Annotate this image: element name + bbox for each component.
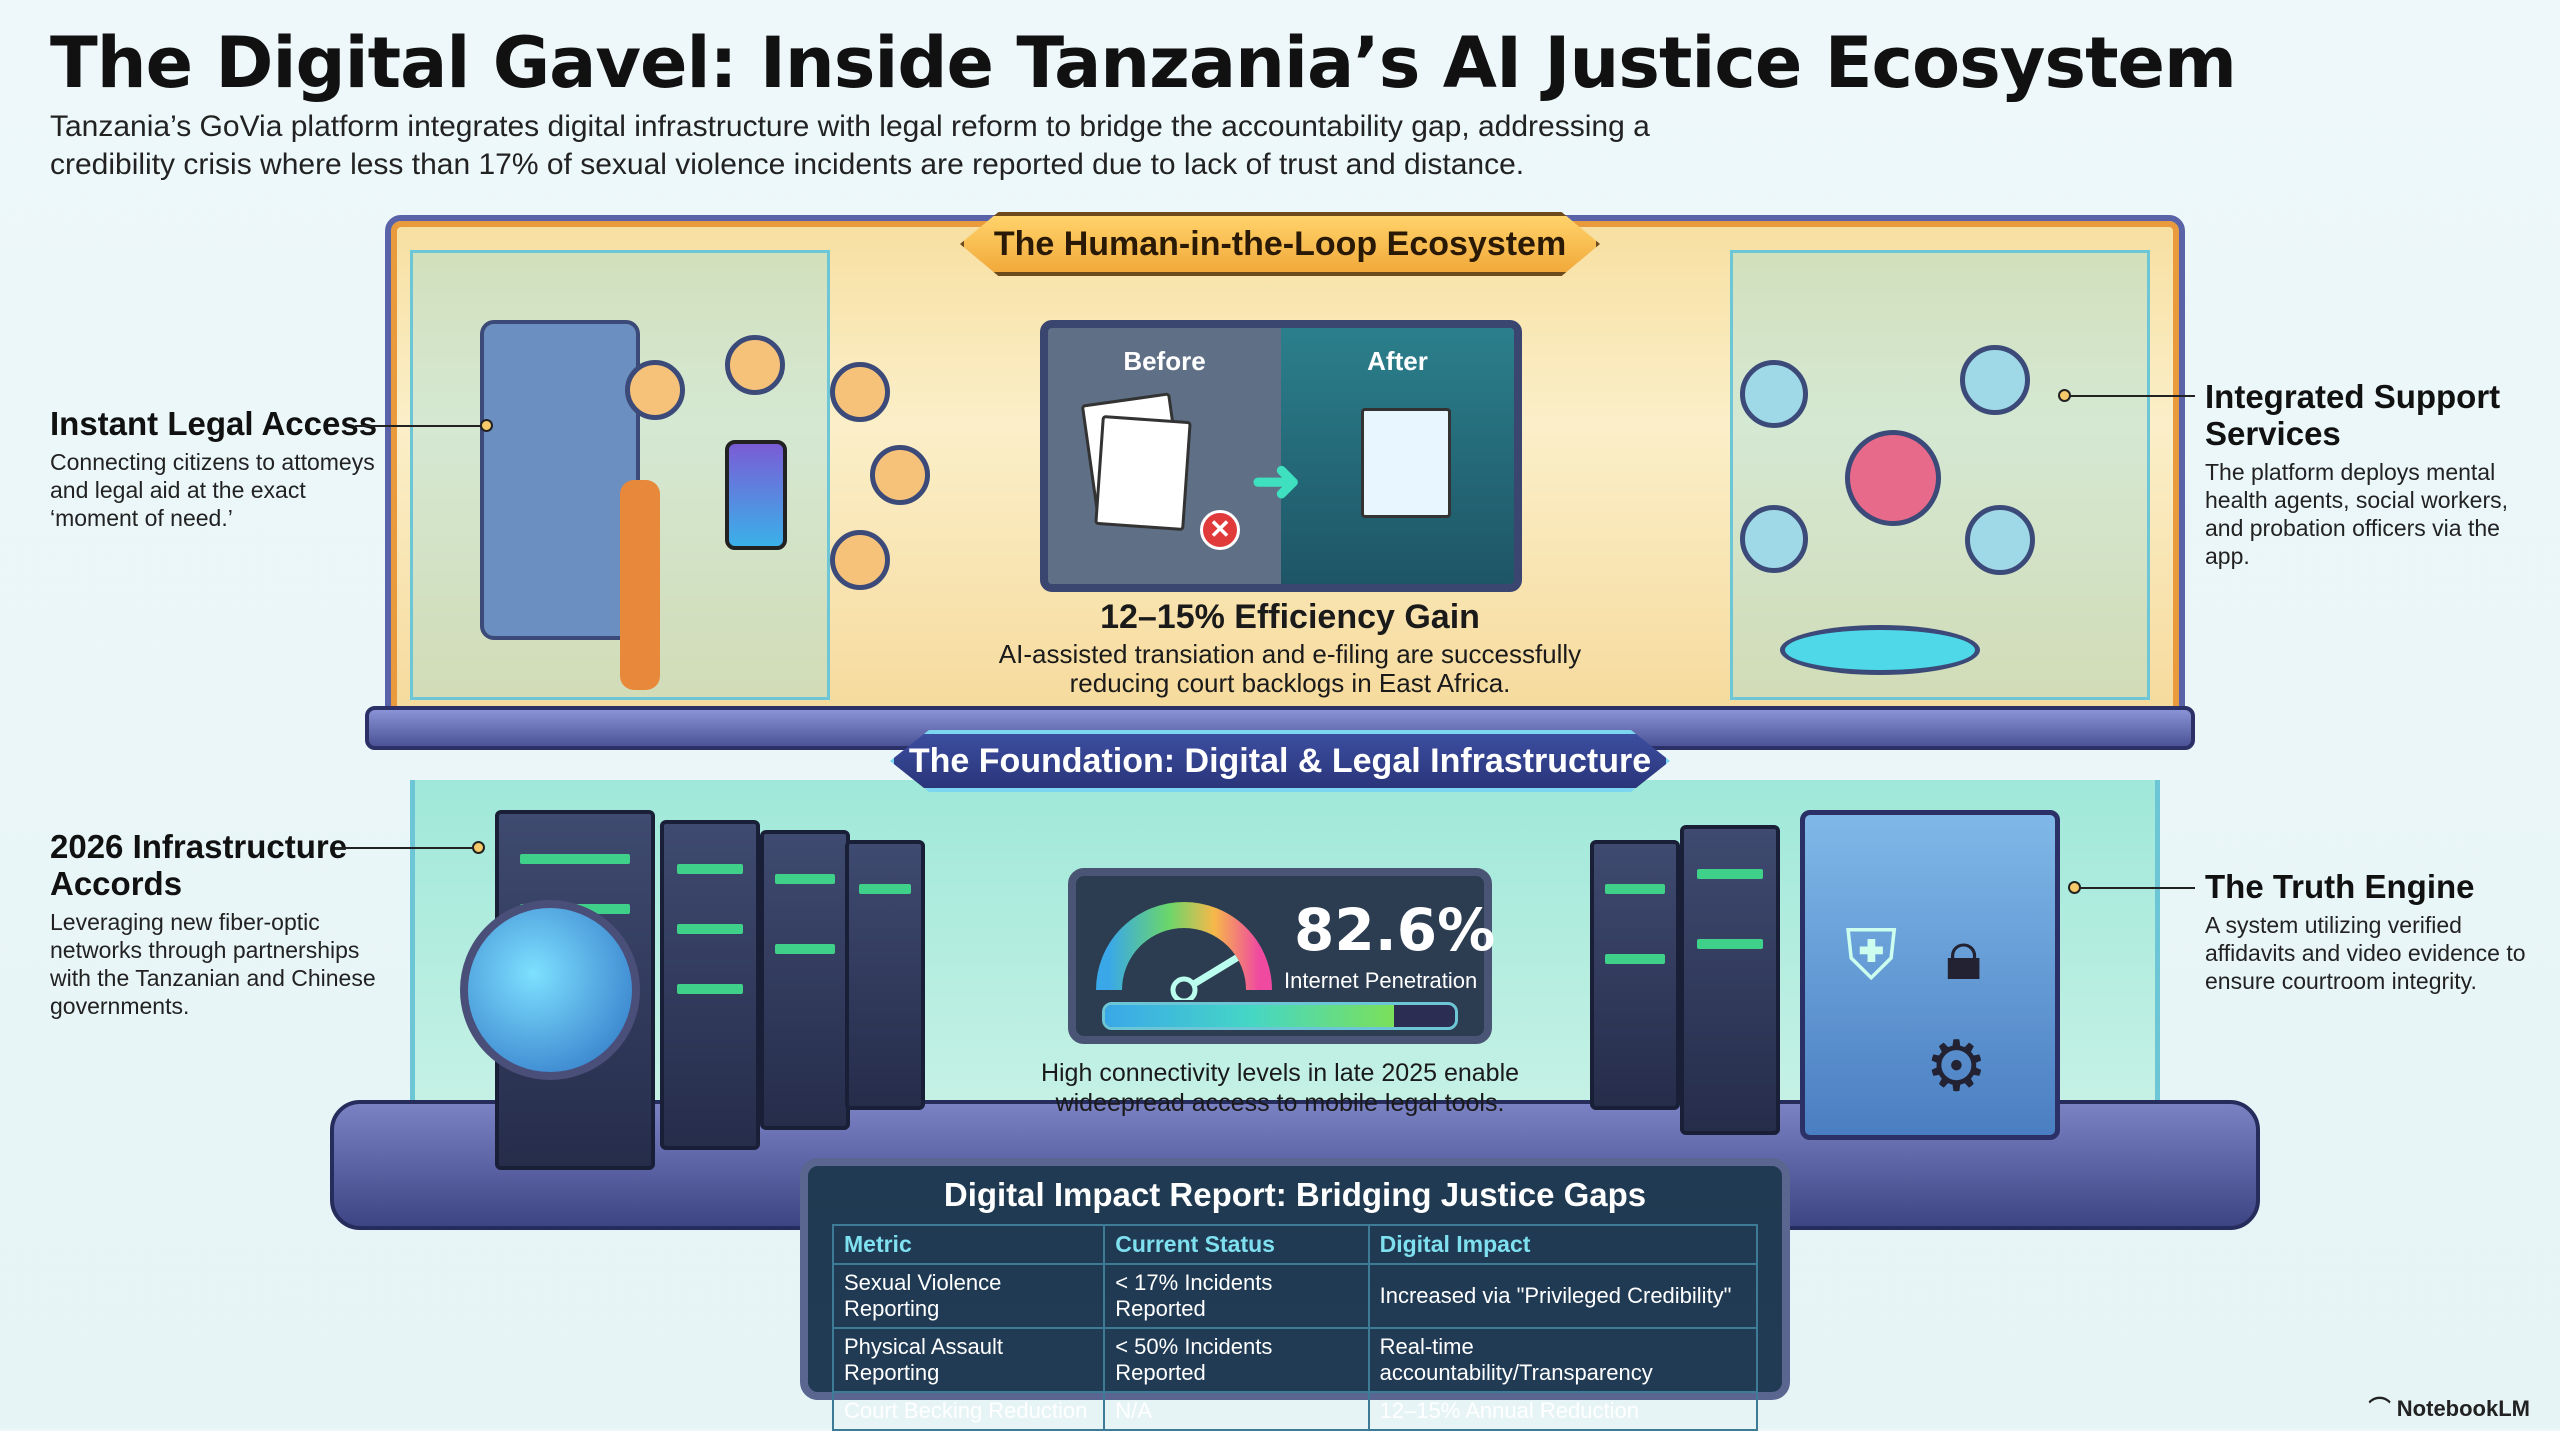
column-header: Current Status <box>1103 1224 1370 1265</box>
efficiency-title: 12–15% Efficiency Gain <box>1100 598 1480 636</box>
gauge-value: 82.6% <box>1294 896 1496 964</box>
person-illustration <box>620 480 660 690</box>
security-vault-illustration: ⛨ 🔒︎ ⚙ <box>1800 810 2060 1140</box>
after-section: After ➜ <box>1251 328 1514 584</box>
callout-connector <box>2080 887 2195 889</box>
table-header-row: Metric Current Status Digital Impact <box>831 1224 1759 1265</box>
callout-dot <box>480 419 493 432</box>
callout-title: 2026 Infrastructure Accords <box>50 828 348 902</box>
callout-title: The Truth Engine <box>2205 868 2475 905</box>
callout-infrastructure-accords: 2026 Infrastructure Accords Leveraging n… <box>50 828 390 1020</box>
internet-penetration-panel: 82.6% Internet Penetration <box>1068 868 1496 1044</box>
before-after-panel: Before ✕ After ➜ <box>1040 320 1522 592</box>
brand-logo-icon: ⌒ <box>2368 1396 2397 1421</box>
table-cell: Court Becking Reduction <box>831 1391 1106 1431</box>
table-cell: < 17% Incidents Reported <box>1103 1263 1370 1329</box>
gear-icon: ⚙ <box>1925 1027 1988 1105</box>
lawyer-avatar-icon <box>625 360 685 420</box>
efficiency-description: AI-assisted transiation and e-filing are… <box>998 639 1582 698</box>
table-cell: 12–15% Annual Reduction <box>1367 1391 1759 1431</box>
impact-report-panel: Digital Impact Report: Bridging Justice … <box>800 1158 1790 1431</box>
callout-title: Integrated Support Services <box>2205 378 2501 452</box>
gauge-icon <box>1096 902 1272 1000</box>
gauge-label: Internet Penetration <box>1284 968 1478 993</box>
impact-table: Metric Current Status Digital Impact Sex… <box>831 1224 1759 1431</box>
table-cell: Physical Assault Reporting <box>831 1327 1106 1393</box>
table-row: Physical Assault Reporting< 50% Incident… <box>831 1327 1759 1393</box>
lawyer-avatar-icon <box>830 530 890 590</box>
before-section: Before ✕ <box>1048 328 1281 584</box>
callout-integrated-support: Integrated Support Services The platform… <box>2205 378 2535 570</box>
page-subtitle: Tanzania’s GoVia platform integrates dig… <box>50 110 1650 181</box>
before-label: Before <box>1123 346 1206 376</box>
penetration-progress-bar <box>1102 1002 1458 1030</box>
globe-icon <box>460 900 640 1080</box>
handshake-icon <box>1740 505 1808 573</box>
foundation-banner: The Foundation: Digital & Legal Infrastr… <box>890 730 1670 792</box>
connectivity-description: High connectivity levels in late 2025 en… <box>1040 1059 1520 1117</box>
callout-instant-legal-access: Instant Legal Access Connecting citizens… <box>50 405 380 532</box>
lawyer-avatar-icon <box>725 335 785 395</box>
server-rack <box>845 840 925 1110</box>
column-header: Metric <box>831 1224 1106 1265</box>
table-cell: Real-time accountability/Transparency <box>1367 1327 1759 1393</box>
server-rack <box>1590 840 1680 1110</box>
callout-dot <box>2058 389 2071 402</box>
profile-screen-illustration <box>480 320 640 640</box>
callout-truth-engine: The Truth Engine A system utilizing veri… <box>2205 868 2535 995</box>
table-cell: Increased via "Privileged Credibility" <box>1367 1263 1759 1329</box>
callout-dot <box>472 841 485 854</box>
paper-stack-icon <box>1094 414 1192 532</box>
page-title: The Digital Gavel: Inside Tanzania’s AI … <box>50 22 2237 104</box>
lawyer-avatar-icon <box>870 445 930 505</box>
impact-report-title: Digital Impact Report: Bridging Justice … <box>943 1176 1647 1213</box>
table-cell: N/A <box>1103 1391 1370 1431</box>
table-cell: Sexual Violence Reporting <box>831 1263 1106 1329</box>
callout-description: Leveraging new fiber-optic networks thro… <box>50 909 376 1019</box>
callout-connector <box>355 425 485 427</box>
callout-description: Connecting citizens to attomeys and lega… <box>50 449 375 531</box>
officer-avatar-icon <box>1960 345 2030 415</box>
reject-x-icon: ✕ <box>1200 510 1240 550</box>
lawyer-avatar-icon <box>830 362 890 422</box>
callout-connector <box>335 847 475 849</box>
digital-document-icon <box>1361 408 1451 518</box>
table-row: Sexual Violence Reporting< 17% Incidents… <box>831 1263 1759 1329</box>
brand-name: NotebookLM <box>2396 1396 2530 1421</box>
lock-icon: 🔒︎ <box>1945 916 1983 994</box>
notebooklm-brand: ⌒ NotebookLM <box>2369 1391 2530 1423</box>
phone-icon <box>725 440 787 550</box>
after-label: After <box>1367 346 1428 376</box>
shield-check-icon: ⛨ <box>1845 916 1898 994</box>
callout-description: A system utilizing verified affidavits a… <box>2205 912 2526 994</box>
hologram-pedestal <box>1780 625 1980 675</box>
column-header: Digital Impact <box>1367 1224 1759 1265</box>
table-cell: < 50% Incidents Reported <box>1103 1327 1370 1393</box>
ecosystem-banner: The Human-in-the-Loop Ecosystem <box>960 212 1600 276</box>
badge-icon <box>1965 505 2035 575</box>
server-rack <box>660 820 760 1150</box>
brain-icon <box>1845 430 1941 526</box>
server-rack <box>760 830 850 1130</box>
callout-dot <box>2068 881 2081 894</box>
callout-title: Instant Legal Access <box>50 405 378 442</box>
callout-connector <box>2070 395 2195 397</box>
progress-fill <box>1105 1005 1395 1027</box>
arrow-right-icon: ➜ <box>1251 447 1302 514</box>
server-rack <box>1680 825 1780 1135</box>
heart-health-icon <box>1740 360 1808 428</box>
callout-description: The platform deploys mental health agent… <box>2205 459 2508 569</box>
